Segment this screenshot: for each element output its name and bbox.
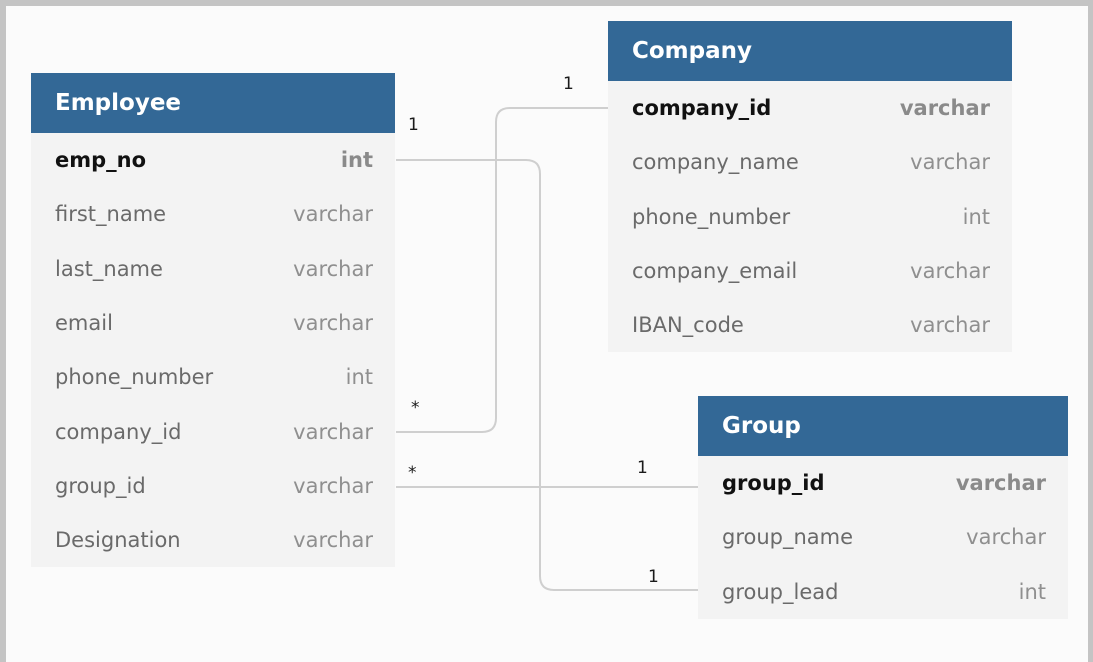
- field-type: int: [1018, 579, 1046, 604]
- cardinality-label: 1: [637, 458, 648, 478]
- field-type: int: [340, 148, 373, 173]
- field-type: varchar: [910, 313, 990, 338]
- cardinality-label: 1: [408, 115, 419, 135]
- table-row[interactable]: emp_no int: [31, 133, 395, 187]
- company-table[interactable]: Company company_id varchar company_name …: [608, 21, 1012, 353]
- table-row[interactable]: Designation varchar: [31, 513, 395, 567]
- field-type: varchar: [293, 419, 373, 444]
- field-name: group_name: [722, 525, 854, 550]
- field-name: emp_no: [55, 148, 147, 173]
- group-table[interactable]: Group group_id varchar group_name varcha…: [698, 396, 1068, 619]
- group-table-title: Group: [698, 396, 1068, 456]
- field-type: varchar: [910, 259, 990, 284]
- table-row[interactable]: phone_number int: [31, 350, 395, 404]
- field-type: varchar: [910, 150, 990, 175]
- table-row[interactable]: last_name varchar: [31, 242, 395, 296]
- field-name: company_name: [632, 150, 799, 175]
- field-type: varchar: [293, 528, 373, 553]
- table-row[interactable]: first_name varchar: [31, 187, 395, 241]
- field-name: first_name: [55, 202, 167, 227]
- field-type: varchar: [293, 202, 373, 227]
- field-name: group_id: [722, 471, 825, 496]
- field-name: phone_number: [55, 365, 214, 390]
- employee-table[interactable]: Employee emp_no int first_name varchar l…: [31, 73, 395, 568]
- company-table-title: Company: [608, 21, 1012, 81]
- table-row[interactable]: company_email varchar: [608, 244, 1012, 298]
- cardinality-label: 1: [648, 567, 659, 587]
- field-name: group_lead: [722, 579, 839, 604]
- table-row[interactable]: company_id varchar: [31, 404, 395, 458]
- field-type: varchar: [966, 525, 1046, 550]
- table-row[interactable]: group_name varchar: [698, 510, 1068, 564]
- table-row[interactable]: IBAN_code varchar: [608, 298, 1012, 352]
- field-name: email: [55, 311, 113, 336]
- table-row[interactable]: email varchar: [31, 296, 395, 350]
- field-type: int: [345, 365, 373, 390]
- table-row[interactable]: group_lead int: [698, 565, 1068, 619]
- field-type: varchar: [293, 473, 373, 498]
- cardinality-label: 1: [563, 74, 574, 94]
- field-name: group_id: [55, 473, 146, 498]
- field-name: Designation: [55, 528, 181, 553]
- field-name: company_id: [632, 96, 772, 121]
- field-type: varchar: [899, 96, 990, 121]
- table-row[interactable]: company_id varchar: [608, 81, 1012, 135]
- field-type: varchar: [293, 311, 373, 336]
- table-row[interactable]: company_name varchar: [608, 135, 1012, 189]
- employee-table-title: Employee: [31, 73, 395, 133]
- field-name: company_id: [55, 419, 182, 444]
- field-name: IBAN_code: [632, 313, 744, 338]
- field-type: varchar: [293, 256, 373, 281]
- table-row[interactable]: group_id varchar: [698, 456, 1068, 510]
- table-row[interactable]: phone_number int: [608, 190, 1012, 244]
- cardinality-label: *: [411, 398, 420, 418]
- table-row[interactable]: group_id varchar: [31, 459, 395, 513]
- field-type: int: [962, 204, 990, 229]
- field-name: company_email: [632, 259, 798, 284]
- field-name: last_name: [55, 256, 163, 281]
- cardinality-label: *: [408, 463, 417, 483]
- field-type: varchar: [955, 471, 1046, 496]
- field-name: phone_number: [632, 204, 791, 229]
